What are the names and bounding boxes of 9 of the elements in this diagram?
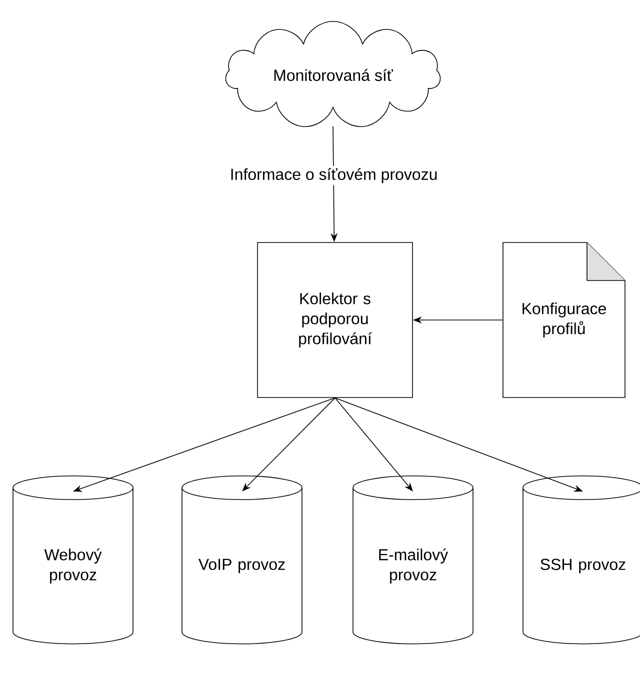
database-cylinder: VoIP provoz xyxy=(182,475,302,644)
database-cylinder: SSH provoz xyxy=(522,475,640,644)
process-box: Kolektor s podporou profilování xyxy=(257,242,413,398)
edge-label: Informace o síťovém provozu xyxy=(228,166,440,186)
network-cloud: Monitorovaná síť xyxy=(225,20,441,127)
arrow xyxy=(334,398,413,492)
database-cylinder: E-mailový provoz xyxy=(352,475,474,644)
database-cylinder: Webový provoz xyxy=(12,475,134,644)
arrow xyxy=(242,398,336,492)
